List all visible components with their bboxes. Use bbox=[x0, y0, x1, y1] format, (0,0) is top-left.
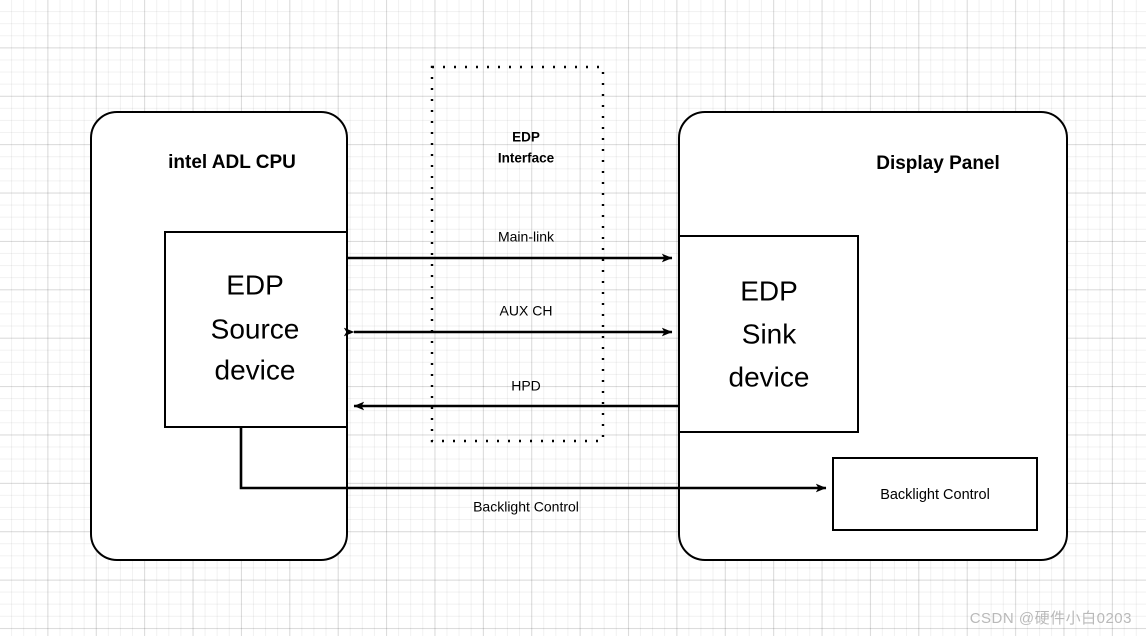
edp-sink-line2: Sink bbox=[742, 318, 797, 349]
display-panel-title: Display Panel bbox=[876, 153, 1000, 174]
cpu-title: intel ADL CPU bbox=[168, 152, 296, 173]
edp-sink-line3: device bbox=[729, 361, 810, 392]
connection-label-aux-ch: AUX CH bbox=[500, 303, 553, 319]
watermark: CSDN @硬件小白0203 bbox=[969, 610, 1132, 627]
edp-interface-line2: Interface bbox=[498, 151, 555, 166]
edp-source-line2: Source bbox=[211, 313, 300, 344]
edp-interface-line1: EDP bbox=[512, 130, 540, 145]
connection-label-backlight-control: Backlight Control bbox=[473, 499, 579, 515]
connection-backlight-control bbox=[239, 427, 827, 493]
backlight-control-box-label: Backlight Control bbox=[880, 487, 990, 503]
connection-label-main-link: Main-link bbox=[498, 229, 555, 245]
edp-source-line1: EDP bbox=[226, 269, 284, 300]
edp-sink-box bbox=[678, 235, 859, 433]
edp-source-line3: device bbox=[215, 354, 296, 385]
backlight-control-box bbox=[832, 457, 1038, 531]
edp-source-box bbox=[164, 231, 348, 428]
edp-sink-line1: EDP bbox=[740, 275, 798, 306]
connection-label-hpd: HPD bbox=[511, 378, 541, 394]
edp-interface-region bbox=[430, 65, 605, 443]
